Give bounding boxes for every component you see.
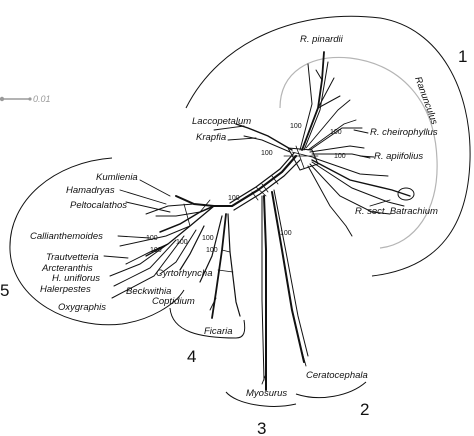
taxon-r-sect-batrachium: R. sect. Batrachium (355, 206, 438, 217)
group-number-3: 3 (257, 419, 266, 436)
taxon-labels: R. pinardii Ranunculus Laccopetalum Krap… (30, 34, 440, 399)
taxon-ficaria: Ficaria (204, 326, 233, 337)
group-1-bracket (185, 15, 471, 277)
taxon-r-apiifolius: R. apiifolius (374, 151, 423, 162)
ranunculus-bracket (279, 56, 438, 249)
support-value: 100 (290, 123, 302, 130)
support-value: 100 (334, 153, 346, 160)
taxon-ceratocephala: Ceratocephala (306, 370, 368, 381)
group-2-bracket (295, 381, 367, 399)
support-value: 100 (280, 230, 292, 237)
taxon-r-cheirophyllus: R. cheirophyllus (370, 127, 438, 138)
support-value: 100 (261, 150, 273, 157)
group-number-1: 1 (458, 47, 467, 66)
taxon-r-pinardii: R. pinardii (300, 34, 344, 45)
support-value: 100 (176, 239, 188, 246)
group-4-bracket (169, 307, 246, 339)
taxon-krapfia: Krapfia (196, 132, 226, 143)
taxon-myosurus: Myosurus (246, 388, 287, 399)
group-5-bracket (9, 157, 185, 326)
taxon-kumlienia: Kumlienia (96, 172, 138, 183)
taxon-beckwithia: Beckwithia (126, 286, 171, 297)
taxon-arcteranthis: Arcteranthis (41, 263, 93, 274)
taxon-ranunculus: Ranunculus (412, 75, 440, 126)
taxon-trautvetteria: Trautvetteria (46, 252, 99, 263)
taxon-peltocalathos: Peltocalathos (70, 200, 127, 211)
network-branches (109, 51, 415, 391)
taxon-callianthemoides: Callianthemoides (30, 231, 103, 242)
support-value: 100 (228, 195, 240, 202)
scale-bar: 0.01 (0, 94, 51, 104)
taxon-laccopetalum: Laccopetalum (192, 116, 251, 127)
taxon-hamadryas: Hamadryas (66, 185, 115, 196)
taxon-coptidium: Coptidium (152, 296, 195, 307)
group-number-5: 5 (0, 281, 9, 300)
taxon-oxygraphis: Oxygraphis (58, 302, 106, 313)
label-leader-lines (103, 125, 391, 385)
support-value: 100 (202, 235, 214, 242)
support-values: 100 100 100 100 100 100 100 100 100 100 … (146, 123, 346, 254)
taxon-h-uniflorus: H. uniflorus (52, 273, 100, 284)
taxon-cyrtorhyncha: Cyrtorhyncha (156, 268, 213, 279)
taxon-halerpestes: Halerpestes (40, 284, 91, 295)
scale-bar-label: 0.01 (33, 94, 51, 104)
support-value: 100 (150, 247, 162, 254)
support-value: 100 (206, 247, 218, 254)
group-number-2: 2 (360, 400, 369, 419)
support-value: 100 (330, 129, 342, 136)
support-value: 100 (146, 235, 158, 242)
group-3-bracket (225, 391, 297, 407)
group-number-4: 4 (187, 347, 196, 366)
